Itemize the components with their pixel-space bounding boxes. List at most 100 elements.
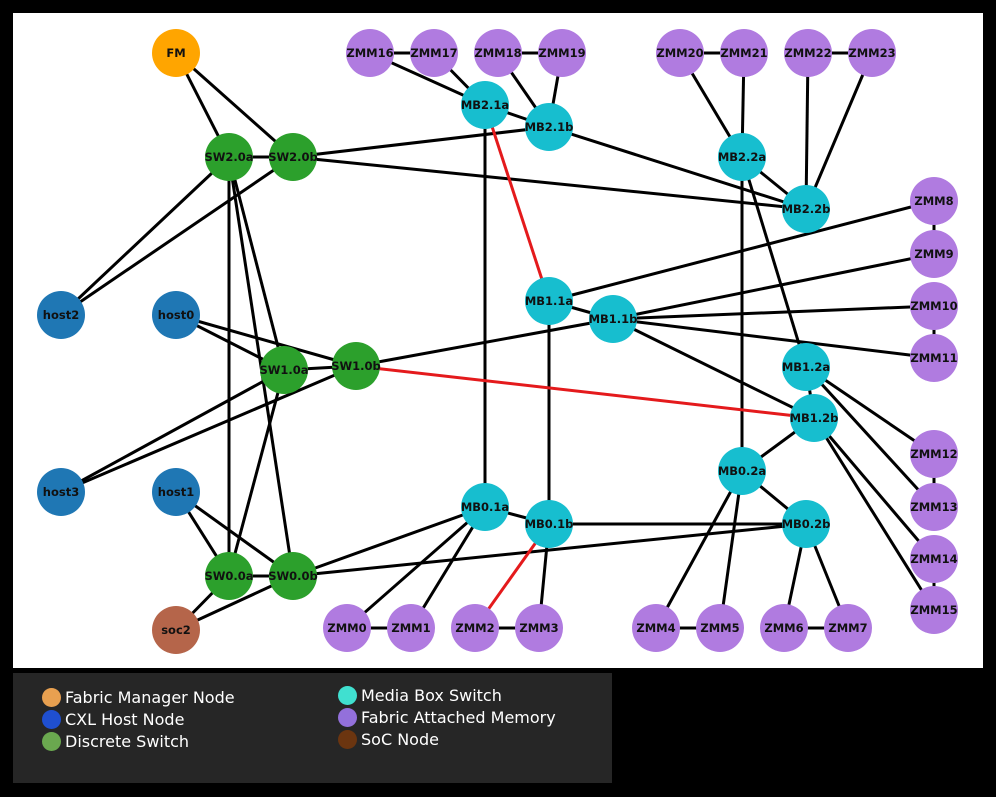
edge-mb1-1b-zmm11 <box>612 317 935 360</box>
edge-mb1-2b-zmm14 <box>812 417 936 560</box>
edge-zmm22-mb2-2b <box>804 52 810 210</box>
node-circle <box>910 334 958 382</box>
node-mb1-1a: MB1.1a <box>525 277 573 325</box>
node-soc2: soc2 <box>152 606 200 654</box>
node-circle <box>910 430 958 478</box>
node-circle <box>790 394 838 442</box>
node-label: ZMM5 <box>700 621 739 635</box>
legend-label: Discrete Switch <box>65 732 190 751</box>
node-label: MB0.2b <box>782 517 831 531</box>
node-circle <box>910 483 958 531</box>
node-label: ZMM0 <box>327 621 366 635</box>
edge-sw2-0a-sw1-0a <box>227 156 286 371</box>
node-label: ZMM13 <box>910 500 957 514</box>
node-sw2-0b: SW2.0b <box>268 133 318 181</box>
node-label: SW2.0b <box>268 150 318 164</box>
node-zmm21: ZMM21 <box>720 29 768 77</box>
legend-label: Media Box Switch <box>361 686 502 705</box>
node-label: SW0.0a <box>204 569 253 583</box>
node-zmm5: ZMM5 <box>696 604 744 652</box>
node-zmm22: ZMM22 <box>784 29 832 77</box>
node-label: MB1.2b <box>790 411 839 425</box>
node-zmm10: ZMM10 <box>910 282 958 330</box>
edge-mb1-1a-zmm8 <box>548 199 935 303</box>
legend-item-fabric-attached-memory: Fabric Attached Memory <box>338 708 556 727</box>
node-circle <box>410 29 458 77</box>
node-zmm13: ZMM13 <box>910 483 958 531</box>
node-label: ZMM3 <box>519 621 558 635</box>
node-sw0-0a: SW0.0a <box>204 552 254 600</box>
edge-zmm23-mb2-2b <box>804 52 874 210</box>
edge-mb0-2a-zmm5 <box>718 470 744 629</box>
legend-item-cxl-host: CXL Host Node <box>42 710 184 729</box>
media-box-switch-dot-icon <box>338 686 357 705</box>
node-circle <box>525 277 573 325</box>
edge-host1-sw0-0b <box>175 490 294 578</box>
edge-fm-sw2-0b <box>175 51 294 159</box>
node-circle <box>824 604 872 652</box>
node-mb2-1b: MB2.1b <box>525 103 573 151</box>
node-circle <box>525 500 573 548</box>
node-circle <box>782 500 830 548</box>
edge-mb1-1b-zmm9 <box>612 252 935 321</box>
edge-sw0-0b-mb0-2b <box>292 522 807 578</box>
node-circle <box>346 29 394 77</box>
node-label: MB0.1a <box>461 500 509 514</box>
node-circle <box>269 133 317 181</box>
edge-sw1-0a-sw0-0a <box>227 369 286 577</box>
node-circle <box>515 604 563 652</box>
node-label: ZMM8 <box>914 194 953 208</box>
legend-label: Fabric Manager Node <box>65 688 235 707</box>
node-circle <box>152 291 200 339</box>
edge-host3-sw1-0a <box>60 368 285 494</box>
edge-mb2-2a-mb1-2a <box>740 156 808 368</box>
node-zmm12: ZMM12 <box>910 430 958 478</box>
node-label: MB1.1a <box>525 294 573 308</box>
legend-item-media-box-switch: Media Box Switch <box>338 686 502 705</box>
node-mb0-2a: MB0.2a <box>718 447 766 495</box>
node-sw1-0a: SW1.0a <box>259 346 309 394</box>
node-zmm15: ZMM15 <box>910 586 958 634</box>
legend-item-soc: SoC Node <box>338 730 439 749</box>
node-label: MB2.2b <box>782 202 831 216</box>
node-label: MB2.2a <box>718 150 766 164</box>
node-label: host0 <box>158 308 194 322</box>
node-zmm3: ZMM3 <box>515 604 563 652</box>
node-mb0-1b: MB0.1b <box>525 500 573 548</box>
edge-sw2-0b-mb2-2b <box>292 155 807 211</box>
node-label: ZMM9 <box>914 247 953 261</box>
node-zmm23: ZMM23 <box>848 29 896 77</box>
node-label: SW0.0b <box>268 569 318 583</box>
node-sw0-0b: SW0.0b <box>268 552 318 600</box>
node-circle <box>461 81 509 129</box>
fabric-attached-memory-dot-icon <box>338 708 357 727</box>
node-zmm2: ZMM2 <box>451 604 499 652</box>
node-label: SW1.0b <box>331 359 381 373</box>
node-label: FM <box>166 46 185 60</box>
node-circle <box>910 282 958 330</box>
node-label: ZMM22 <box>784 46 831 60</box>
node-circle <box>538 29 586 77</box>
edge-sw2-0b-host2 <box>60 155 294 317</box>
node-circle <box>260 346 308 394</box>
soc-dot-icon <box>338 730 357 749</box>
node-sw1-0b: SW1.0b <box>331 342 381 390</box>
node-circle <box>152 468 200 516</box>
node-label: ZMM7 <box>828 621 867 635</box>
edge-mb1-2a-zmm13 <box>804 365 936 509</box>
fabric-manager-dot-icon <box>42 688 61 707</box>
edge-sw2-0b-mb2-1b <box>292 125 550 159</box>
node-host0: host0 <box>152 291 200 339</box>
node-label: host2 <box>43 308 79 322</box>
node-zmm14: ZMM14 <box>910 535 958 583</box>
node-label: soc2 <box>161 623 191 637</box>
node-label: ZMM19 <box>538 46 585 60</box>
node-label: host3 <box>43 485 79 499</box>
edge-mb1-2a-zmm12 <box>805 365 935 456</box>
node-label: ZMM14 <box>910 552 957 566</box>
node-circle <box>632 604 680 652</box>
node-circle <box>720 29 768 77</box>
